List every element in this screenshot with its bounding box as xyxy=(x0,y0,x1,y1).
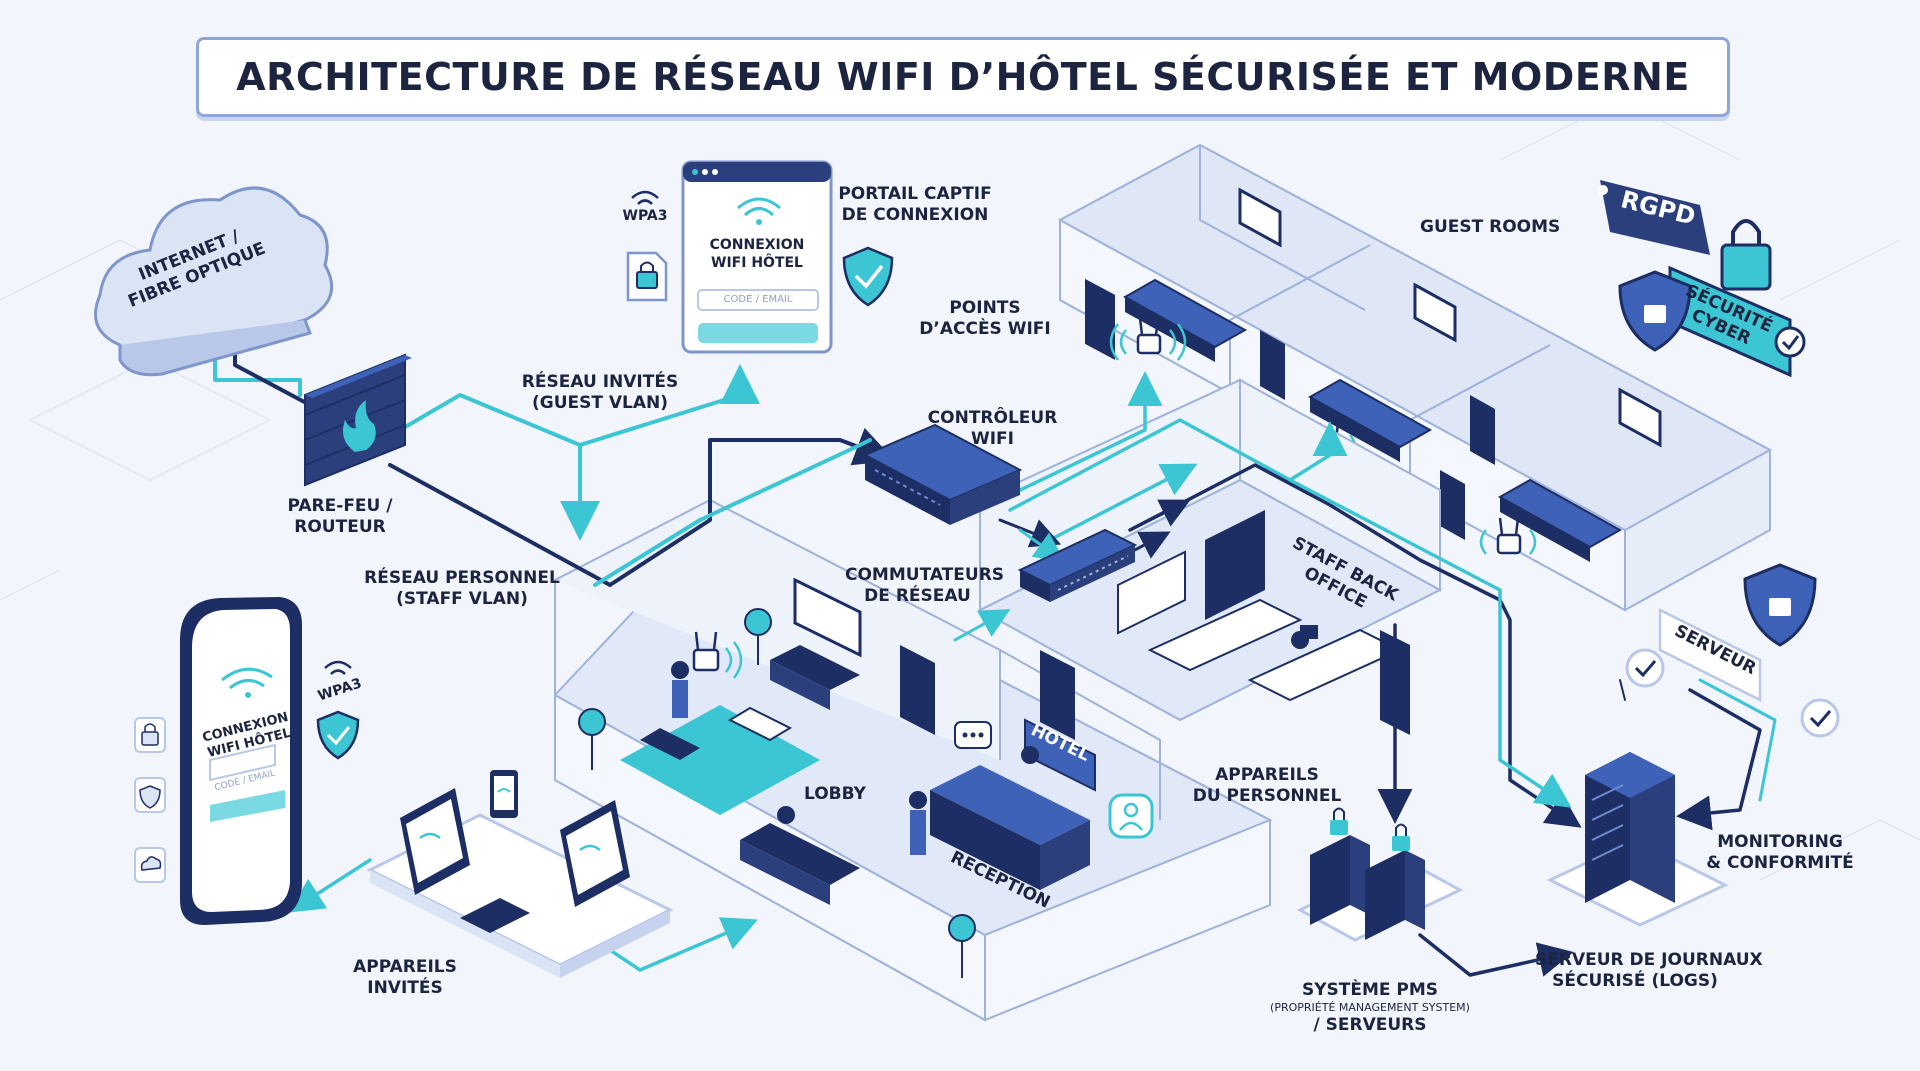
pms-line1: SYSTÈME PMS xyxy=(1301,980,1439,1000)
lobby-access-point xyxy=(692,631,743,679)
monitoring-check-icons xyxy=(1625,648,1840,738)
access-points-label: POINTS D’ACCÈS WIFI xyxy=(910,298,1060,340)
lobby-label: LOBBY xyxy=(804,784,866,804)
shield-check-icon xyxy=(842,246,894,307)
pms-server-rack xyxy=(1296,807,1464,942)
log-server-rack xyxy=(1546,752,1729,927)
portal-screen-line1: CONNEXION xyxy=(709,237,805,253)
captive-portal-line1: PORTAIL CAPTIF xyxy=(838,184,992,204)
connection-lines xyxy=(213,348,1777,977)
user-badge xyxy=(1108,793,1154,839)
pms-label: SYSTÈME PMS (PROPRIÉTÉ MANAGEMENT SYSTEM… xyxy=(1245,980,1495,1036)
pms-line2: (PROPRIÉTÉ MANAGEMENT SYSTEM) xyxy=(1270,1001,1470,1014)
phone-shield-check-icon xyxy=(316,710,360,760)
portal-input-placeholder: CODE / EMAIL xyxy=(723,294,793,305)
portal-screen-line2: WIFI HÔTEL xyxy=(711,255,803,271)
access-points-line1: POINTS xyxy=(949,298,1021,318)
log-server-line1: SERVEUR DE JOURNAUX xyxy=(1535,950,1763,970)
page-title: ARCHITECTURE DE RÉSEAU WIFI D’HÔTEL SÉCU… xyxy=(236,55,1690,99)
monitoring-shield-icon xyxy=(1743,563,1817,647)
access-points-line2: D’ACCÈS WIFI xyxy=(919,319,1051,339)
staff-devices-line1: APPAREILS xyxy=(1215,765,1319,785)
firewall-label: PARE-FEU / ROUTEUR xyxy=(275,496,405,538)
firewall-label-line1: PARE-FEU / xyxy=(287,496,393,516)
phone-wifi-router-icon xyxy=(324,660,352,675)
staff-vlan-line1: RÉSEAU PERSONNEL xyxy=(364,568,560,588)
guest-vlan-line2: (GUEST VLAN) xyxy=(531,393,669,413)
switches-line1: COMMUTATEURS xyxy=(845,565,1005,585)
guest-vlan-line1: RÉSEAU INVITÉS xyxy=(521,372,679,392)
lock-file-icon xyxy=(626,251,668,302)
staff-vlan-label: RÉSEAU PERSONNEL (STAFF VLAN) xyxy=(362,568,562,610)
flame-icon xyxy=(342,400,376,452)
guest-devices-line2: INVITÉS xyxy=(367,978,443,998)
guest-devices-platform xyxy=(366,770,674,978)
switches-label: COMMUTATEURS DE RÉSEAU xyxy=(845,565,1005,607)
captive-portal-label: PORTAIL CAPTIF DE CONNEXION xyxy=(830,184,1000,226)
switches-line2: DE RÉSEAU xyxy=(864,586,971,606)
staff-devices-line2: DU PERSONNEL xyxy=(1192,786,1342,806)
guest-devices-line1: APPAREILS xyxy=(353,957,457,977)
wifi-controller-device xyxy=(862,423,1023,525)
shield-lock-icon xyxy=(1618,270,1692,352)
side-lock-icon xyxy=(134,717,166,753)
guest-vlan-label: RÉSEAU INVITÉS (GUEST VLAN) xyxy=(515,372,685,414)
staff-devices-label: APPAREILS DU PERSONNEL xyxy=(1192,765,1342,807)
check-circle-icon xyxy=(1774,326,1806,358)
controller-label: CONTRÔLEUR WIFI xyxy=(920,408,1065,450)
staff-vlan-line2: (STAFF VLAN) xyxy=(396,589,528,609)
guest-rooms-label: GUEST ROOMS xyxy=(1420,217,1561,237)
guest-devices-label: APPAREILS INVITÉS xyxy=(345,957,465,999)
captive-wpa-label: WPA3 xyxy=(622,208,668,224)
pms-line3: / SERVEURS xyxy=(1313,1015,1427,1035)
firewall-label-line2: ROUTEUR xyxy=(294,517,386,537)
gdpr-tag xyxy=(1598,180,1710,255)
portal-screen-title: CONNEXION WIFI HÔTEL xyxy=(683,236,831,272)
chat-bubble xyxy=(954,721,992,749)
guest-rooms-block xyxy=(1057,143,1773,612)
smartphone-device xyxy=(180,597,302,925)
log-server-line2: SÉCURISÉ (LOGS) xyxy=(1552,971,1718,991)
title-box: ARCHITECTURE DE RÉSEAU WIFI D’HÔTEL SÉCU… xyxy=(196,37,1730,117)
server-tag-badge xyxy=(1658,607,1762,703)
monitoring-line2: & CONFORMITÉ xyxy=(1706,853,1854,873)
log-server-label: SERVEUR DE JOURNAUX SÉCURISÉ (LOGS) xyxy=(1535,950,1763,992)
captive-portal-line2: DE CONNEXION xyxy=(841,205,989,225)
cloud-shape xyxy=(94,186,334,377)
monitoring-label: MONITORING & CONFORMITÉ xyxy=(1700,832,1860,874)
monitoring-line1: MONITORING xyxy=(1717,832,1843,852)
side-shield-icon xyxy=(134,777,166,813)
side-cloud-icon xyxy=(134,847,166,883)
wifi-router-icon xyxy=(631,190,659,205)
network-switch-device xyxy=(1017,528,1138,602)
controller-line1: CONTRÔLEUR xyxy=(927,408,1058,428)
captive-portal-window xyxy=(681,160,833,354)
padlock-icon xyxy=(1720,219,1772,291)
controller-line2: WIFI xyxy=(970,429,1014,449)
